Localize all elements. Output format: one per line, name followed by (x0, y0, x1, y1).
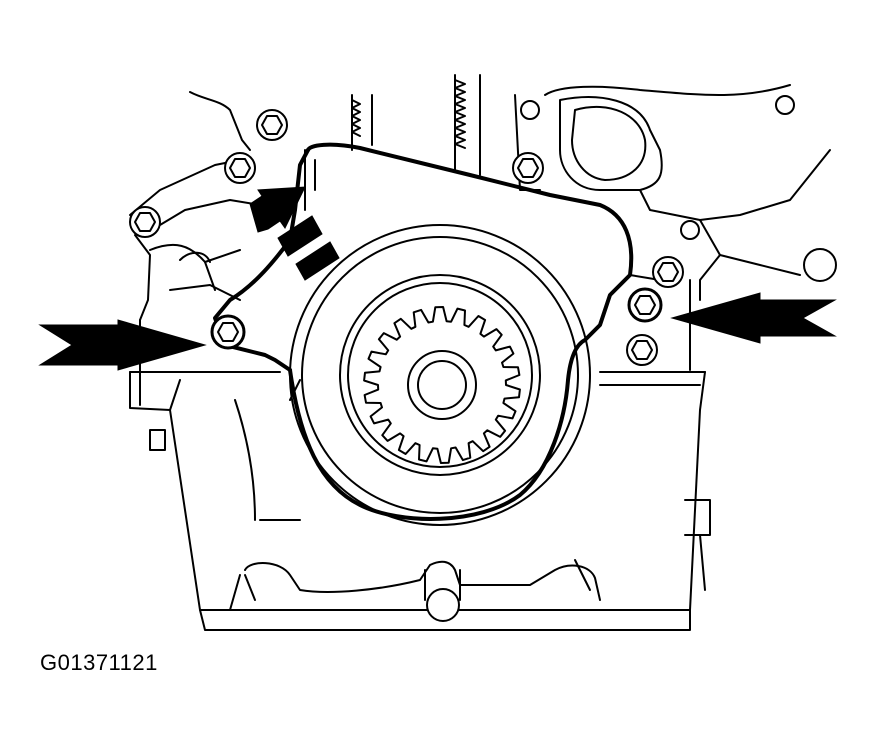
bolt-icon (626, 334, 658, 366)
dashed-arrow-up-icon (249, 186, 340, 281)
target-bolt-right-icon (627, 287, 663, 323)
bolt-icon (129, 206, 161, 238)
bolt-icon (512, 152, 544, 184)
engine-block-outline (129, 74, 837, 631)
bolts (129, 109, 684, 366)
arrow-right-icon (38, 319, 207, 371)
figure-id-label: G01371121 (40, 650, 158, 675)
crankshaft-sprocket (363, 306, 521, 464)
target-bolt-left-icon (210, 314, 246, 350)
bolt-icon (224, 152, 256, 184)
bolt-icon (256, 109, 288, 141)
arrow-left-icon (670, 292, 837, 344)
bolt-icon (652, 256, 684, 288)
